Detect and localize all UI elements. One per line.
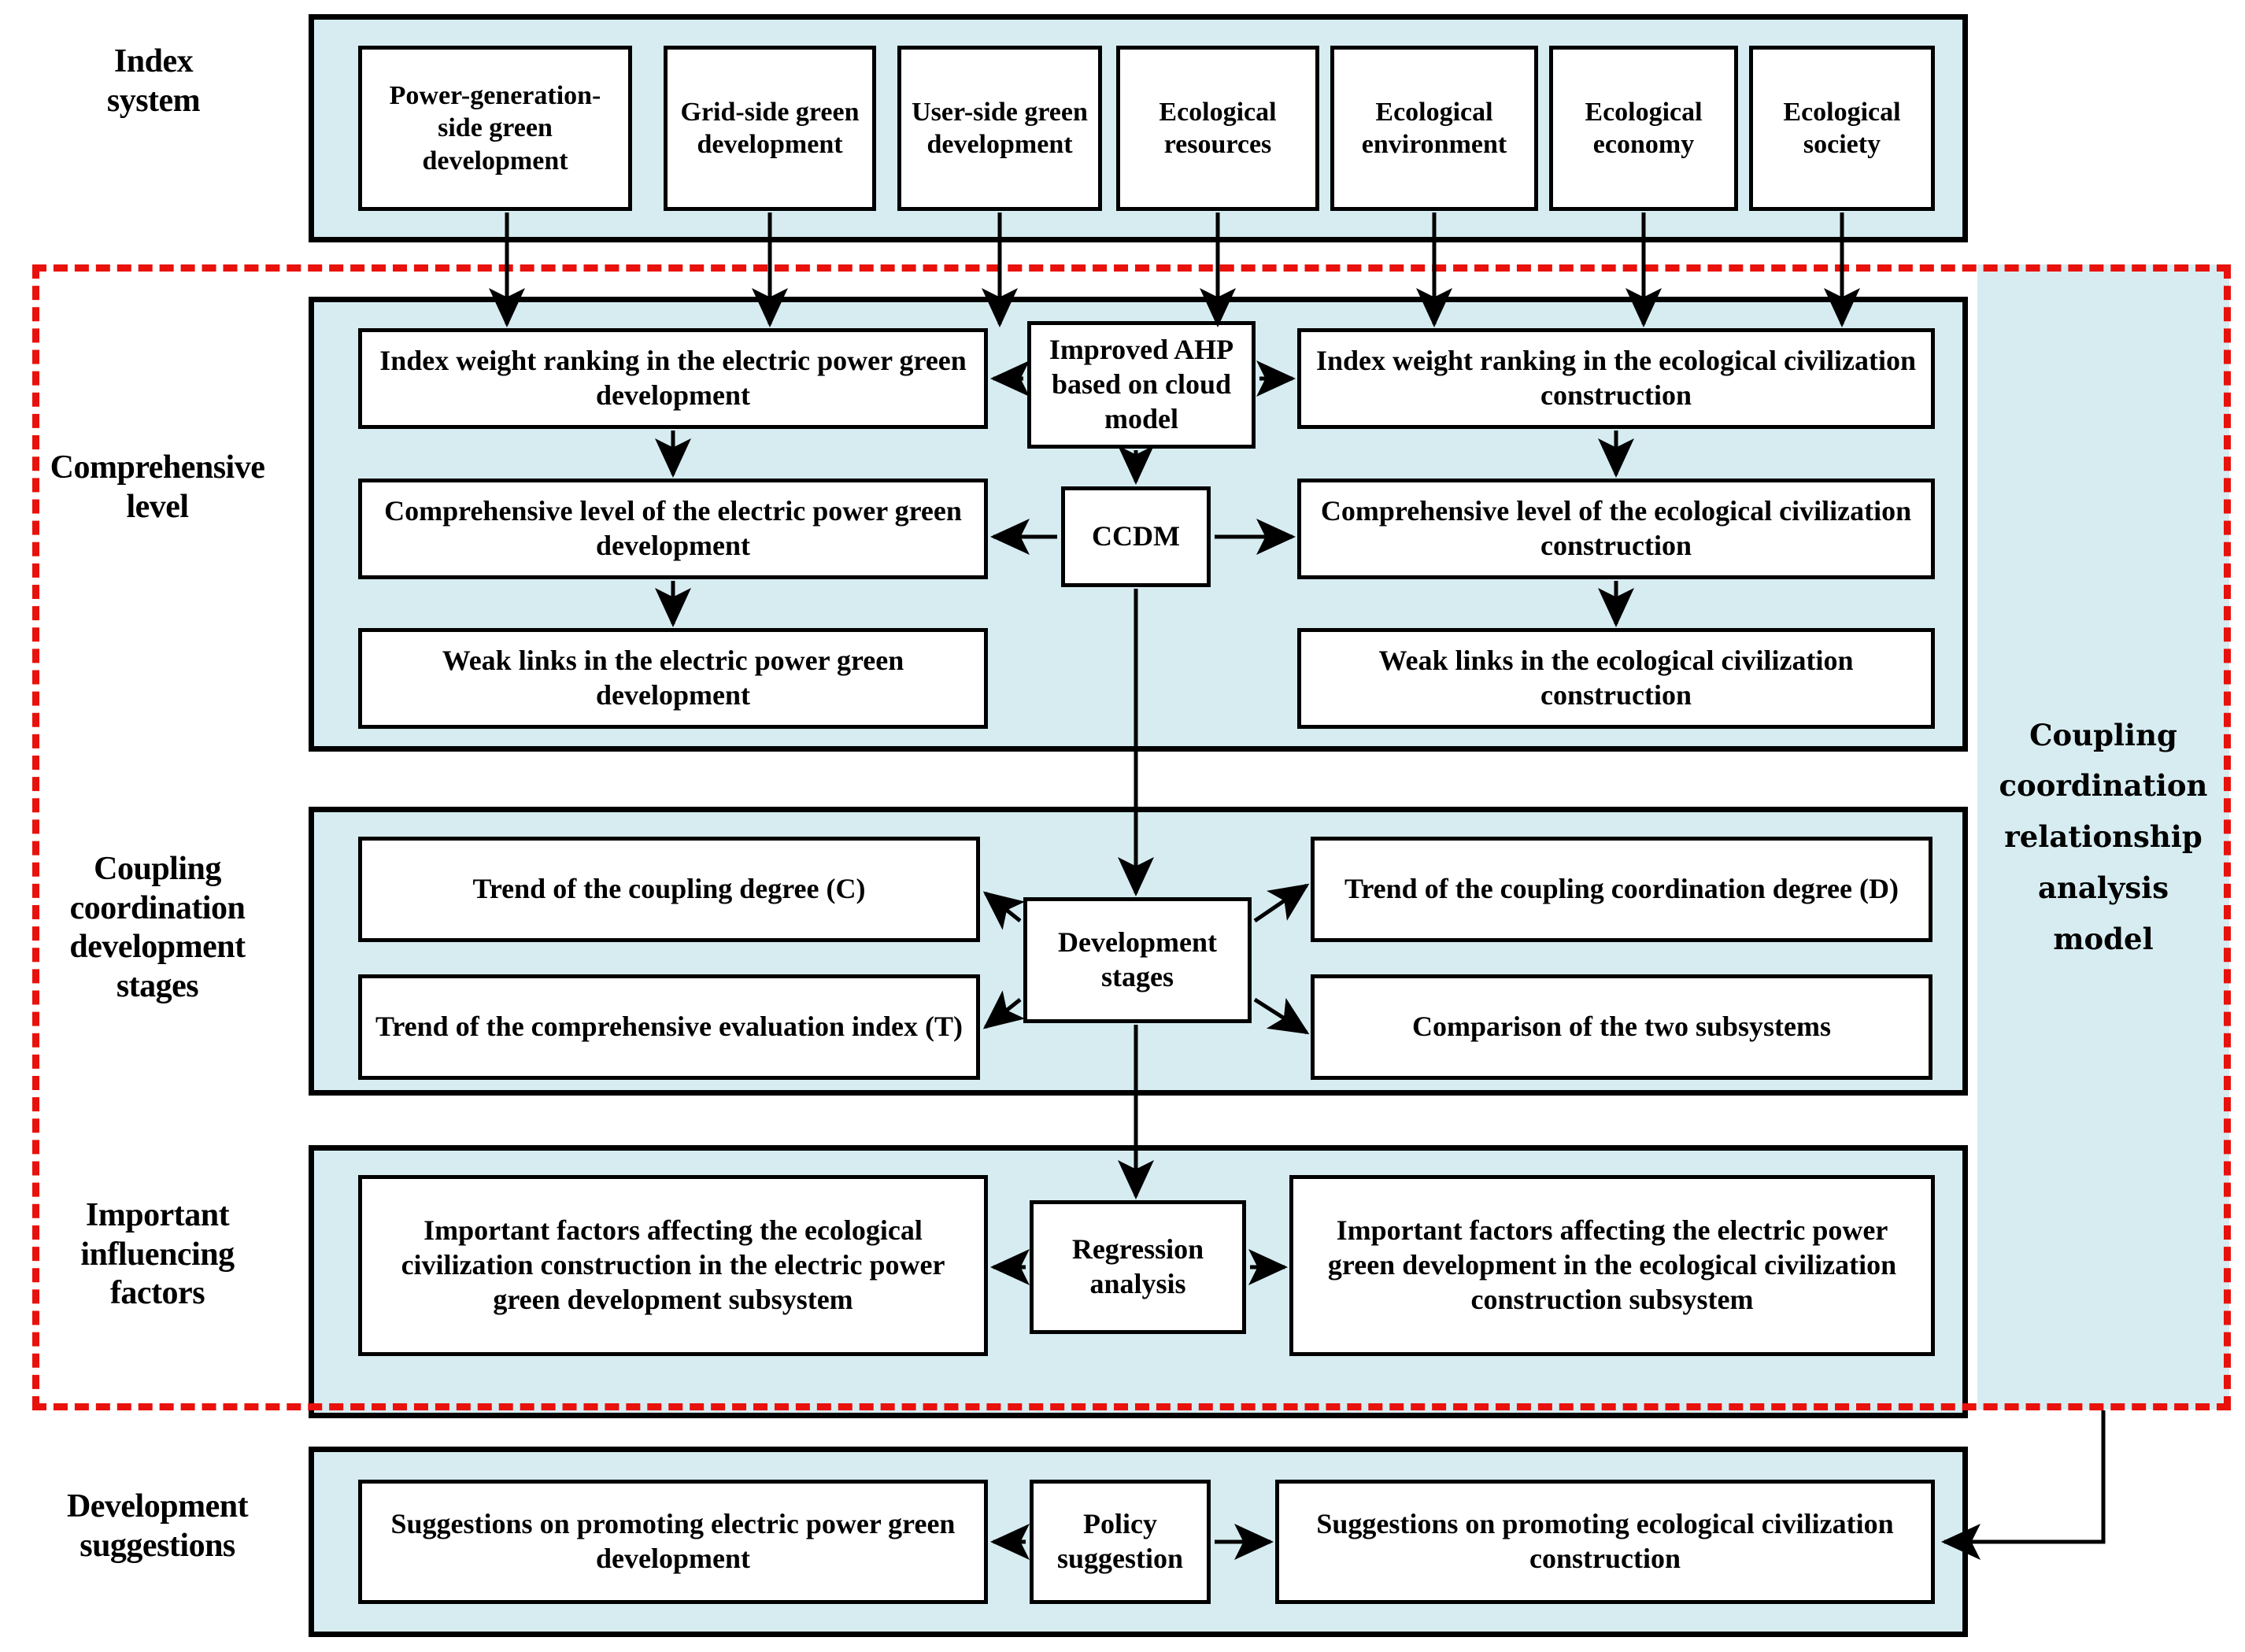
node-index-weight-ranking-epgd[interactable]: Index weight ranking in the electric pow… <box>358 328 988 429</box>
side-panel-coupling-model: Coupling coordination relationship analy… <box>1977 264 2229 1410</box>
index-item-grid-side[interactable]: Grid-side green development <box>664 46 876 211</box>
index-item-ecological-economy[interactable]: Ecological economy <box>1549 46 1738 211</box>
node-weak-links-epgd[interactable]: Weak links in the electric power green d… <box>358 628 988 729</box>
node-trend-coupling-coordination-degree-d[interactable]: Trend of the coupling coordination degre… <box>1311 837 1932 942</box>
node-development-stages[interactable]: Development stages <box>1023 897 1252 1023</box>
node-comprehensive-level-epgd[interactable]: Comprehensive level of the electric powe… <box>358 479 988 579</box>
side-panel-label: Coupling coordination relationship analy… <box>1999 717 2208 956</box>
node-improved-ahp-cloud-model[interactable]: Improved AHP based on cloud model <box>1027 321 1256 449</box>
node-policy-suggestion[interactable]: Policy suggestion <box>1030 1480 1211 1604</box>
node-suggestions-ecological-civilization[interactable]: Suggestions on promoting ecological civi… <box>1275 1480 1935 1604</box>
node-comprehensive-level-ecc[interactable]: Comprehensive level of the ecological ci… <box>1297 479 1935 579</box>
node-suggestions-electric-power[interactable]: Suggestions on promoting electric power … <box>358 1480 988 1604</box>
node-important-factors-affecting-epgd[interactable]: Important factors affecting the electric… <box>1289 1175 1935 1356</box>
index-item-power-generation[interactable]: Power-generation-side green development <box>358 46 632 211</box>
index-item-ecological-resources[interactable]: Ecological resources <box>1116 46 1319 211</box>
index-item-ecological-society[interactable]: Ecological society <box>1749 46 1935 211</box>
node-index-weight-ranking-ecc[interactable]: Index weight ranking in the ecological c… <box>1297 328 1935 429</box>
node-important-factors-affecting-ecc[interactable]: Important factors affecting the ecologic… <box>358 1175 988 1356</box>
index-item-ecological-environment[interactable]: Ecological environment <box>1330 46 1538 211</box>
node-weak-links-ecc[interactable]: Weak links in the ecological civilizatio… <box>1297 628 1935 729</box>
index-item-user-side[interactable]: User-side green development <box>897 46 1102 211</box>
node-trend-comprehensive-evaluation-index-t[interactable]: Trend of the comprehensive evaluation in… <box>358 974 980 1080</box>
node-ccdm[interactable]: CCDM <box>1061 486 1211 587</box>
node-comparison-two-subsystems[interactable]: Comparison of the two subsystems <box>1311 974 1932 1080</box>
node-trend-coupling-degree-c[interactable]: Trend of the coupling degree (C) <box>358 837 980 942</box>
node-regression-analysis[interactable]: Regression analysis <box>1030 1200 1246 1334</box>
